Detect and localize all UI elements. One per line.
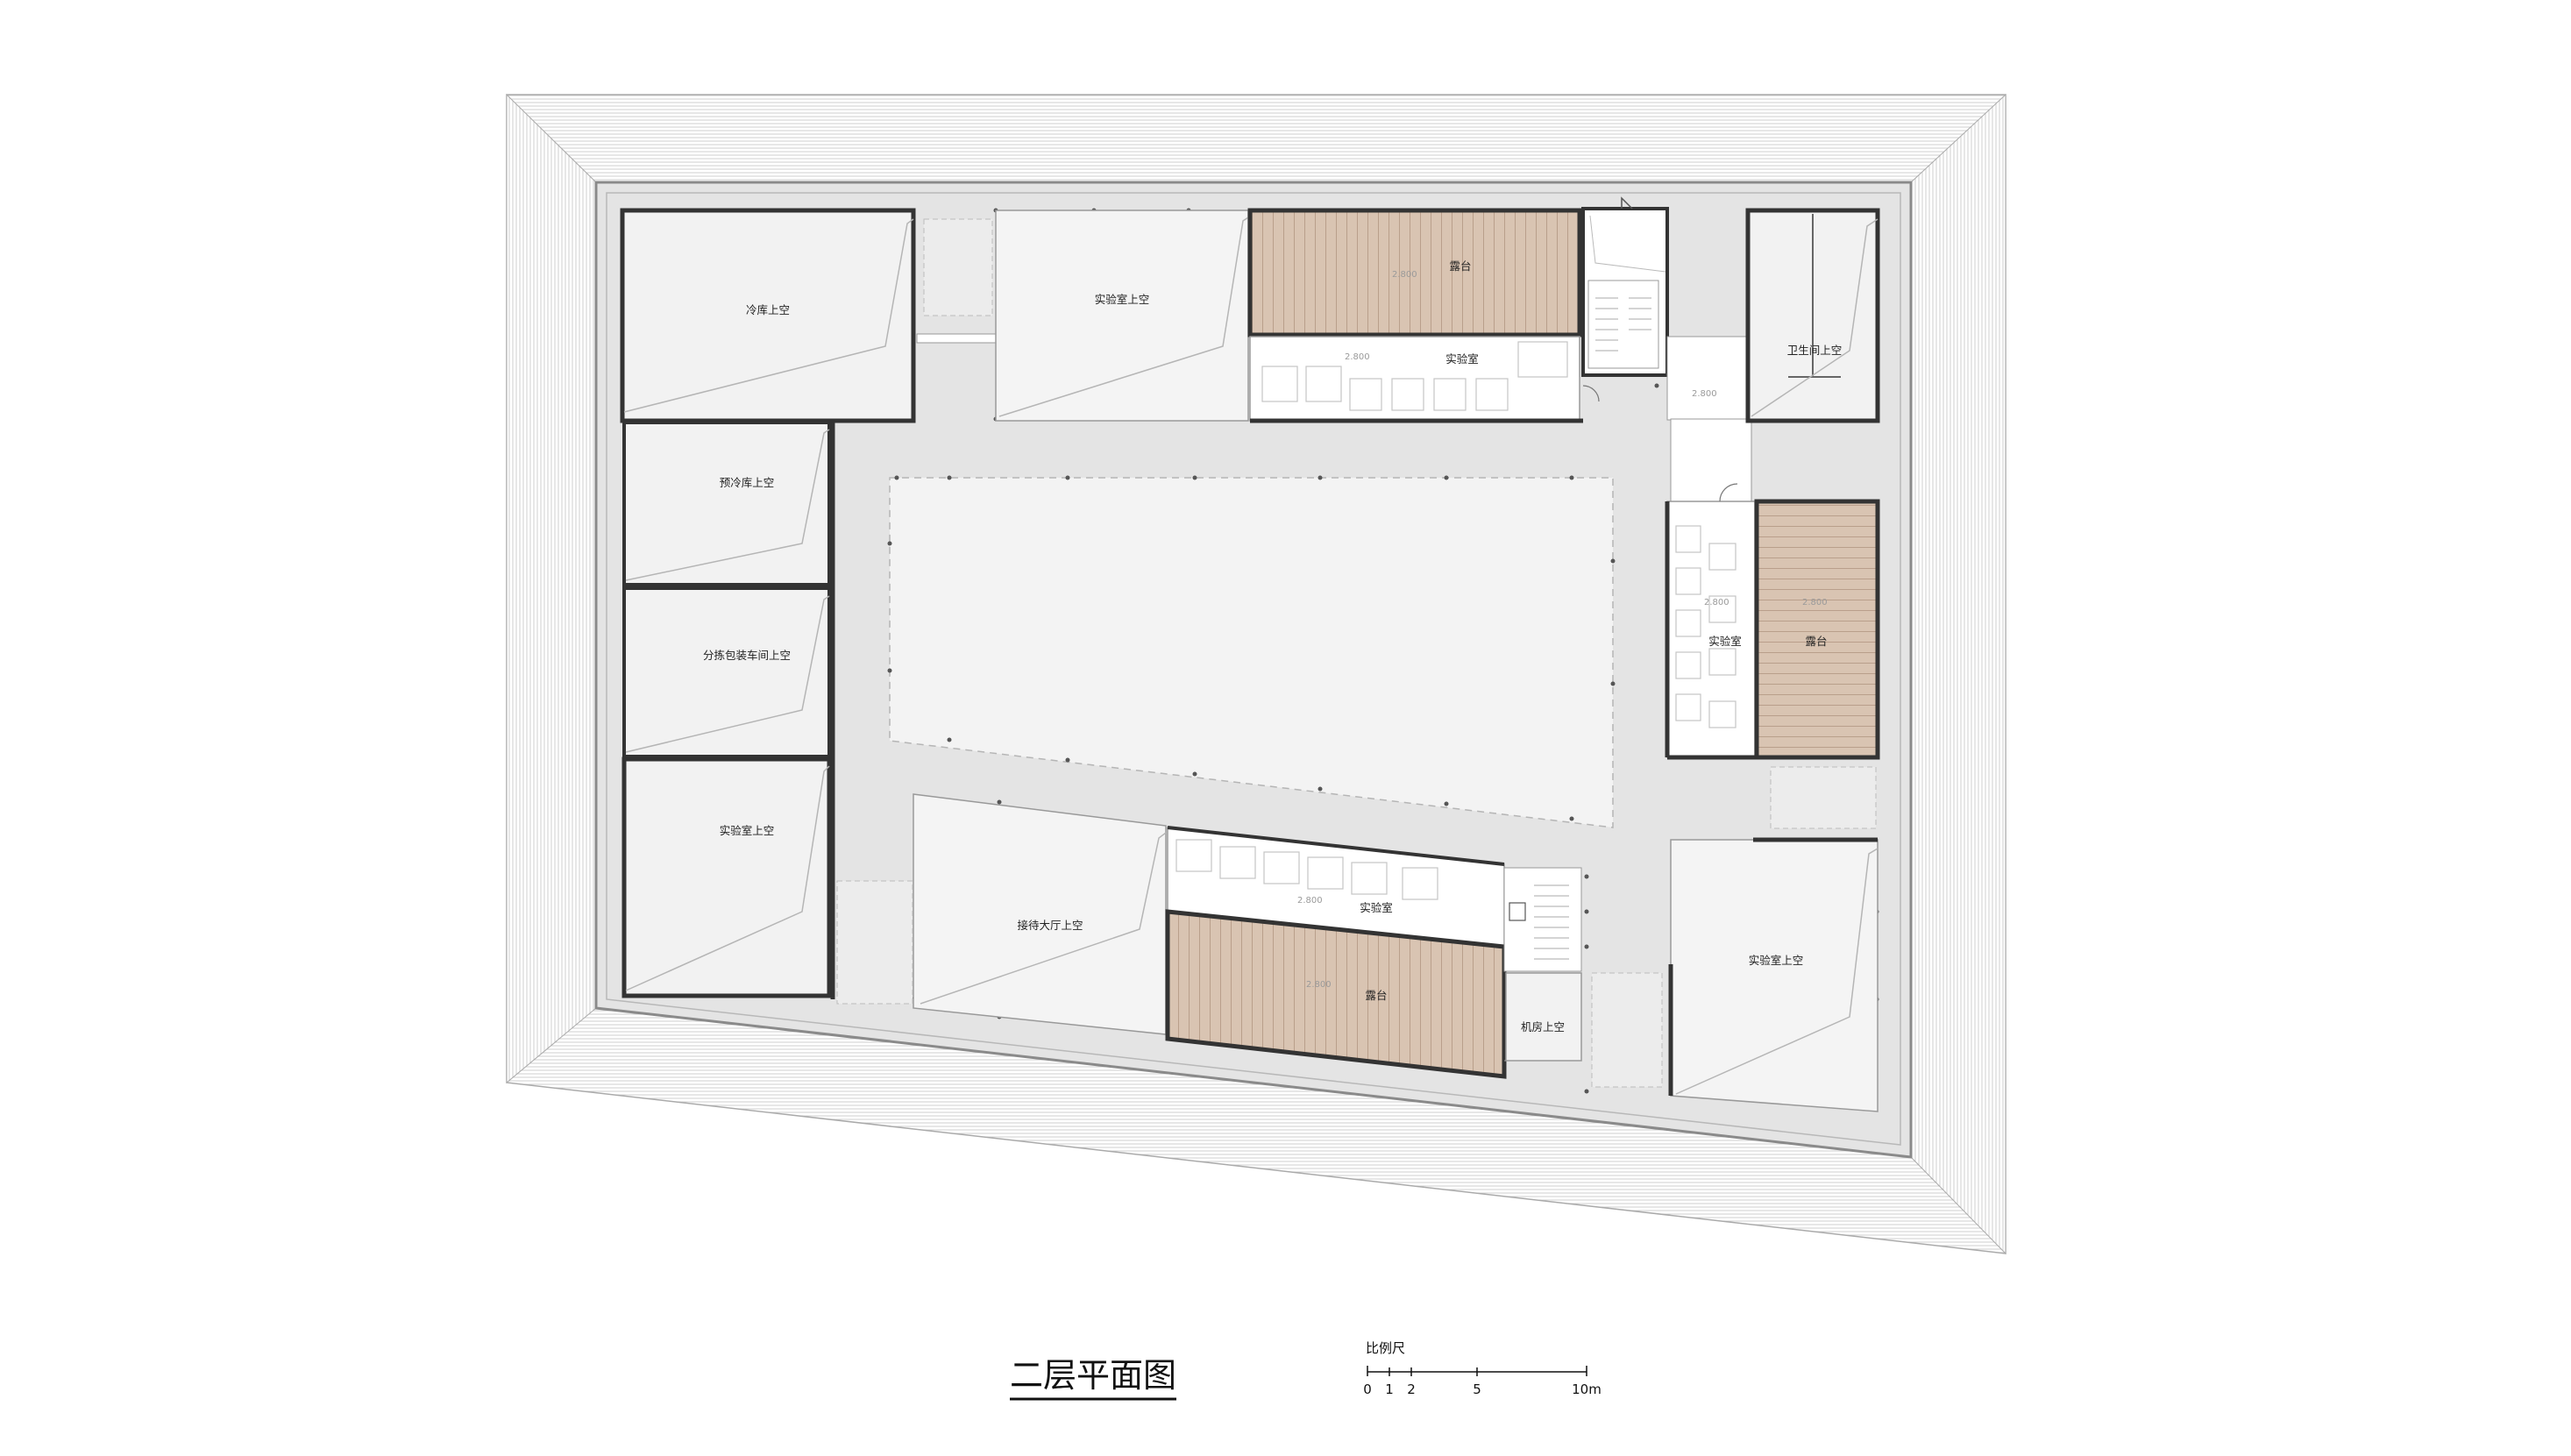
room-lab-south: 2.800 (1167, 826, 1505, 948)
label-sorting-void: 分拣包装车间上空 (703, 649, 791, 662)
label-terrace-north: 露台 (1449, 259, 1471, 273)
stair-void-se (1591, 972, 1663, 1088)
terrace-north-level: 2.800 (1392, 270, 1417, 280)
label-lab-void-top: 实验室上空 (1095, 293, 1150, 306)
scale-tick-0: 0 (1363, 1381, 1372, 1397)
label-lab-south: 实验室 (1360, 901, 1393, 914)
lab-east-level: 2.800 (1704, 598, 1729, 607)
scale-bar-label: 比例尺 (1366, 1340, 1405, 1356)
room-terrace-south: 2.800 (1165, 909, 1507, 1079)
roof-side-left (506, 93, 597, 1084)
room-cold-storage-void (620, 208, 916, 423)
room-machine-void (1504, 972, 1582, 1062)
terrace-east-level: 2.800 (1802, 598, 1828, 607)
label-reception-void: 接待大厅上空 (1017, 919, 1083, 932)
scale-bar: 比例尺 0 1 2 5 10m (1363, 1340, 1602, 1397)
label-machine-void: 机房上空 (1521, 1020, 1565, 1033)
label-lab-north: 实验室 (1445, 352, 1479, 366)
room-lab-void-se (1668, 837, 1879, 1112)
room-lab-void-west (621, 756, 832, 998)
scale-tick-5: 5 (1473, 1381, 1481, 1397)
lab-south-level: 2.800 (1297, 896, 1323, 906)
room-labels: 冷库上空 实验室上空 露台 实验室 卫生间上空 预冷库上空 分拣包装车间上空 实… (703, 259, 1842, 1033)
room-lab-east: 2.800 (1665, 483, 1757, 760)
lab-north-furniture (1261, 341, 1568, 411)
scale-tick-10: 10m (1572, 1381, 1602, 1397)
label-lab-void-se: 实验室上空 (1749, 954, 1804, 967)
courtyard-void (889, 477, 1614, 828)
stair-void-nw (923, 218, 993, 316)
corridor-east (1670, 418, 1752, 502)
room-reception-void (913, 793, 1167, 1035)
label-terrace-east: 露台 (1805, 635, 1827, 648)
room-sorting-void (622, 586, 831, 758)
drawing-title-block: 二层平面图 (1010, 1356, 1176, 1401)
bridge-nw (916, 333, 997, 344)
label-cold-storage-void: 冷库上空 (746, 303, 790, 316)
building-slab-inner (606, 192, 1901, 1146)
stair-void-sw (836, 880, 913, 1005)
drawing-title: 二层平面图 (1010, 1356, 1176, 1395)
room-toilet-void (1745, 208, 1880, 423)
east-door-swing (1719, 483, 1738, 502)
corridor-level: 2.800 (1692, 389, 1717, 399)
label-toilet-void: 卫生间上空 (1787, 344, 1843, 357)
stair-core-south (1503, 867, 1582, 972)
scale-tick-1: 1 (1385, 1381, 1394, 1397)
north-door-swing (1621, 196, 1633, 210)
stair-core-north (1581, 196, 1669, 402)
label-lab-east: 实验室 (1708, 635, 1742, 648)
room-lab-north: 2.800 (1249, 336, 1583, 423)
scale-tick-2: 2 (1407, 1381, 1416, 1397)
room-terrace-north: 2.800 (1247, 208, 1582, 337)
stair-void-east (1770, 766, 1877, 829)
room-terrace-east: 2.800 (1754, 499, 1880, 760)
room-precool-void (622, 421, 831, 586)
terrace-south-level: 2.800 (1306, 980, 1332, 990)
lab-north-level: 2.800 (1345, 352, 1370, 362)
room-lab-void-top (995, 210, 1249, 422)
roof-side-right (1910, 93, 2006, 1255)
label-lab-void-west: 实验室上空 (720, 824, 775, 837)
label-terrace-south: 露台 (1365, 989, 1387, 1002)
label-precool-void: 预冷库上空 (720, 476, 775, 489)
corridor-ne (1666, 336, 1752, 421)
